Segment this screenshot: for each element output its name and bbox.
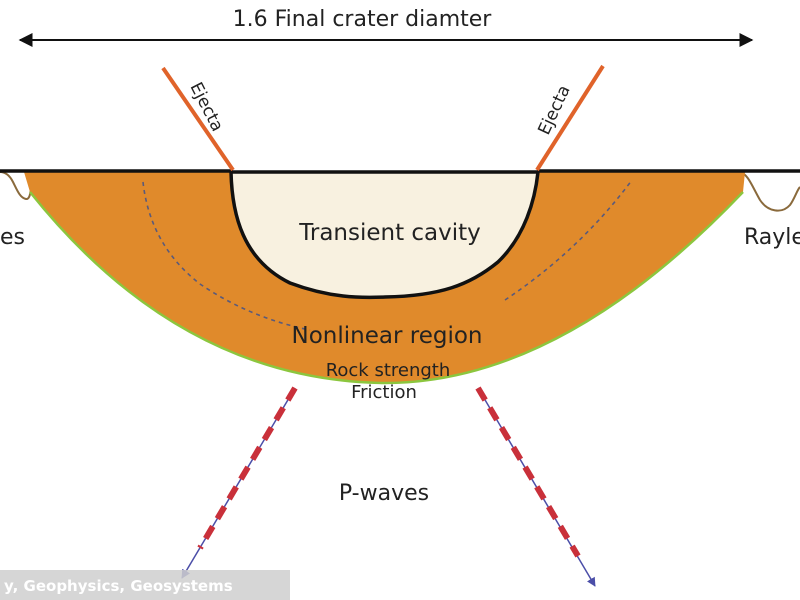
transient-cavity-label: Transient cavity [298, 220, 481, 246]
surface-wave-right [739, 171, 800, 212]
p-waves-label: P-waves [339, 481, 429, 506]
p-wave-right [475, 386, 596, 587]
nonlinear-region-boundary [29, 191, 744, 385]
rayleigh-waves-left-label: es [0, 225, 25, 250]
nonlinear-region-label: Nonlinear region [292, 323, 483, 349]
p-wave-left [181, 386, 298, 579]
ejecta-right-label: Ejecta [534, 82, 574, 138]
diameter-label: 1.6 Final crater diamter [233, 7, 493, 32]
ejecta-right-line [535, 64, 605, 172]
rock-strength-label: Rock strength [326, 360, 451, 381]
dashed-boundary [142, 179, 633, 331]
friction-label: Friction [351, 382, 417, 403]
ejecta-left-line [161, 66, 235, 172]
credit-background [0, 570, 290, 600]
rayleigh-waves-right-label: Rayle [744, 225, 800, 250]
transient-cavity [229, 170, 540, 300]
image-credit: y, Geophysics, Geosystems [4, 577, 233, 595]
